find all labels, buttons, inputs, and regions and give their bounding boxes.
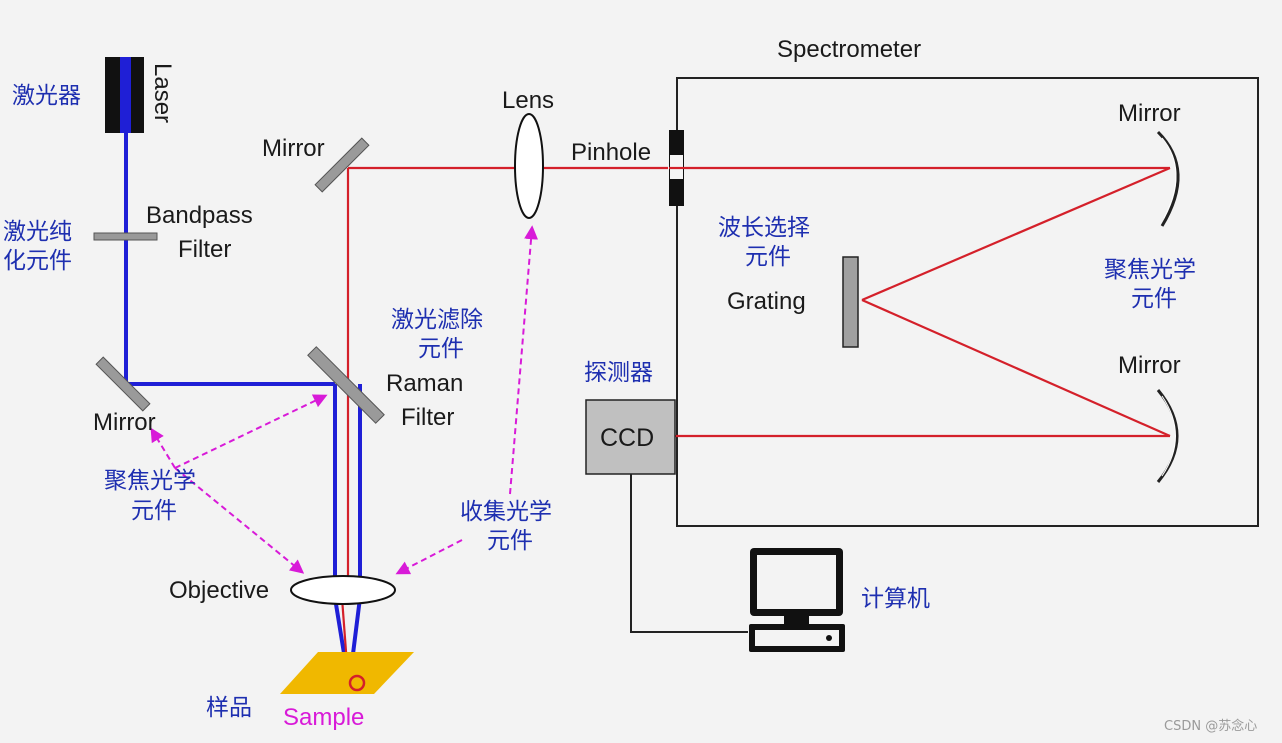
mirror-right-bottom-label: Mirror bbox=[1118, 352, 1181, 379]
raman-filter bbox=[307, 346, 385, 424]
laser-en-label: Laser bbox=[149, 63, 176, 123]
laser-source bbox=[105, 57, 144, 133]
objective-label: Objective bbox=[169, 577, 269, 604]
objective-lens bbox=[290, 575, 396, 605]
filter-remove-cn-label-1: 激光滤除 bbox=[391, 307, 483, 333]
right-mirror-bottom-inner bbox=[1161, 395, 1176, 477]
focus-left-cn-label-2: 元件 bbox=[131, 498, 177, 524]
filter-remove-cn-label-2: 元件 bbox=[418, 336, 464, 362]
lens-label: Lens bbox=[502, 87, 554, 114]
focus-right-cn-label-2: 元件 bbox=[1131, 286, 1177, 312]
grating bbox=[842, 256, 859, 348]
ccd-box bbox=[585, 399, 676, 475]
raman-filter-label-1: Raman bbox=[386, 370, 463, 397]
spectrometer-label: Spectrometer bbox=[777, 36, 921, 63]
bandpass-label-2: Filter bbox=[178, 236, 231, 263]
focus-right-cn-label-1: 聚焦光学 bbox=[1104, 257, 1196, 283]
focus-left-cn-label-1: 聚焦光学 bbox=[104, 468, 196, 494]
purify-cn-label-2: 化元件 bbox=[3, 248, 72, 274]
right-mirror-top-inner bbox=[1161, 137, 1177, 219]
ccd-cable bbox=[630, 474, 748, 633]
wavelength-cn-label-1: 波长选择 bbox=[718, 215, 810, 241]
annotation-arrows bbox=[150, 225, 539, 575]
laser-cn-label: 激光器 bbox=[12, 83, 81, 109]
detector-cn-label: 探测器 bbox=[584, 360, 653, 386]
purify-cn-label-1: 激光纯 bbox=[3, 219, 72, 245]
sample-en-label: Sample bbox=[283, 704, 364, 731]
collect-cn-label-2: 元件 bbox=[487, 528, 533, 554]
pinhole bbox=[669, 130, 684, 206]
wavelength-cn-label-2: 元件 bbox=[745, 244, 791, 270]
bandpass-filter bbox=[93, 232, 158, 241]
sample-spot bbox=[348, 674, 366, 692]
top-mirror bbox=[314, 137, 370, 193]
mirror-left-label: Mirror bbox=[93, 409, 156, 436]
computer-icon bbox=[749, 548, 845, 652]
sample-plate bbox=[280, 652, 414, 694]
left-mirror bbox=[95, 356, 151, 412]
sample-cn-label: 样品 bbox=[206, 695, 252, 721]
computer-cn-label: 计算机 bbox=[861, 586, 930, 612]
grating-label: Grating bbox=[727, 288, 806, 315]
pinhole-label: Pinhole bbox=[571, 139, 651, 166]
right-mirror-top bbox=[1156, 130, 1180, 227]
spectrometer-box bbox=[676, 77, 1259, 527]
right-mirror-bottom bbox=[1156, 389, 1179, 483]
watermark: CSDN @苏念心 bbox=[1164, 718, 1257, 734]
mirror-right-top-label: Mirror bbox=[1118, 100, 1181, 127]
ccd-label: CCD bbox=[600, 424, 654, 452]
mirror-top-label: Mirror bbox=[262, 135, 325, 162]
lens bbox=[514, 113, 544, 219]
raman-filter-label-2: Filter bbox=[401, 404, 454, 431]
collect-cn-label-1: 收集光学 bbox=[460, 499, 552, 525]
bandpass-label-1: Bandpass bbox=[146, 202, 253, 229]
raman-beam bbox=[340, 166, 1171, 679]
